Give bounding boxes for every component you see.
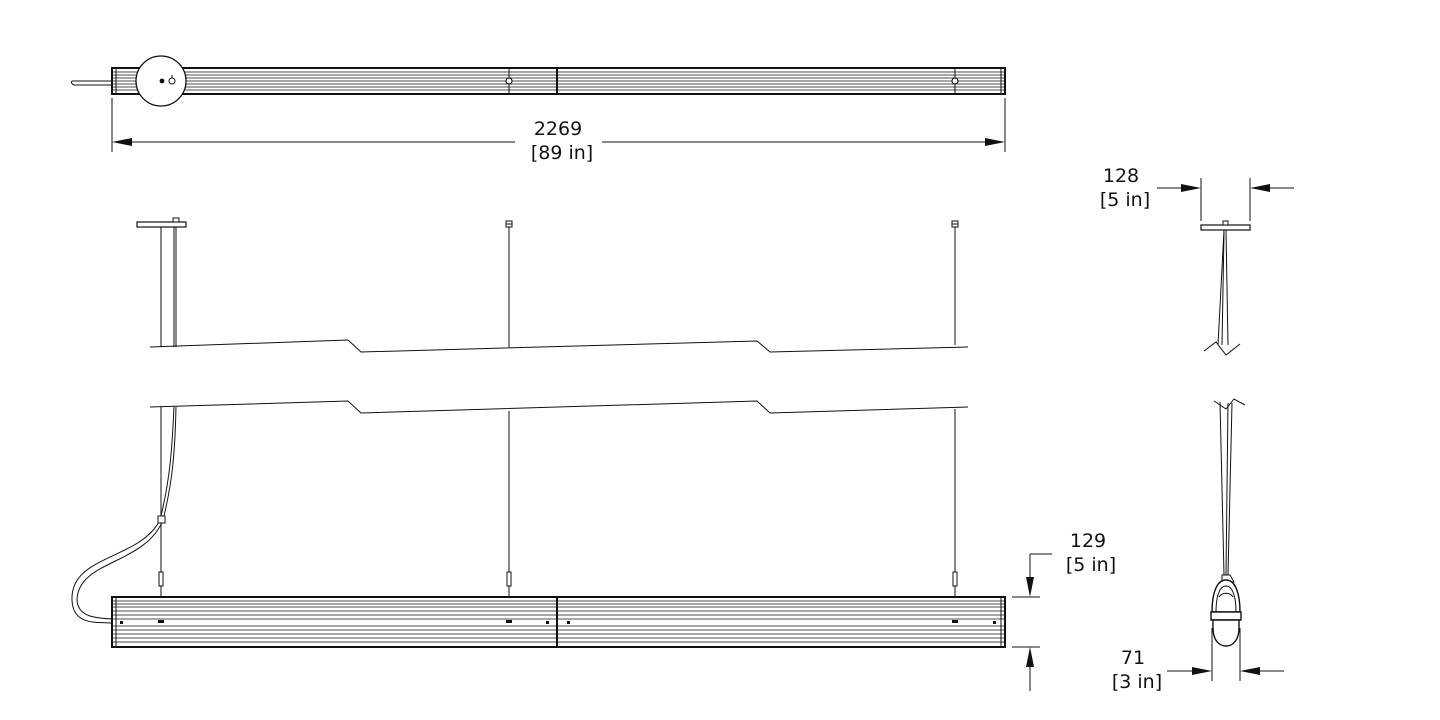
- top-view: [70, 55, 1006, 107]
- fixture-width-mm: 71: [1121, 647, 1145, 669]
- front-ceiling-gripper: [951, 220, 959, 345]
- side-view: [1200, 220, 1251, 647]
- top-view-fixture-body: [111, 67, 1006, 95]
- upper-break-line: [149, 339, 969, 353]
- cable-adjuster: [158, 571, 164, 597]
- fixture-width-inches: [3 in]: [1112, 671, 1162, 693]
- overall-length-mm: 2269: [534, 118, 582, 140]
- overall-length-dimension: 2269 [89 in]: [111, 98, 1006, 164]
- fixture-height-inches: [5 in]: [1066, 554, 1116, 576]
- canopy-width-inches: [5 in]: [1100, 189, 1150, 211]
- overall-length-inches: [89 in]: [531, 142, 593, 164]
- side-fixture-profile: [1210, 574, 1242, 647]
- lower-break-line: [149, 400, 969, 414]
- cable-adjuster: [952, 571, 958, 587]
- front-ceiling-gripper: [505, 220, 513, 348]
- fixture-height-dimension: 129 [5 in]: [1012, 530, 1116, 691]
- fixture-width-dimension: 71 [3 in]: [1112, 628, 1284, 693]
- front-fixture-body: [111, 596, 1006, 648]
- front-canopy-plate: [136, 217, 187, 228]
- top-view-suspension-point: [951, 68, 959, 94]
- cable-adjuster: [506, 571, 512, 587]
- top-view-suspension-point: [505, 68, 513, 94]
- fixture-height-mm: 129: [1070, 530, 1106, 552]
- canopy-width-dimension: 128 [5 in]: [1100, 165, 1294, 221]
- front-elevation: [71, 217, 1006, 648]
- top-view-canopy: [135, 55, 187, 107]
- power-cord: [71, 406, 177, 624]
- side-canopy-plate: [1200, 220, 1251, 231]
- canopy-width-mm: 128: [1103, 165, 1139, 187]
